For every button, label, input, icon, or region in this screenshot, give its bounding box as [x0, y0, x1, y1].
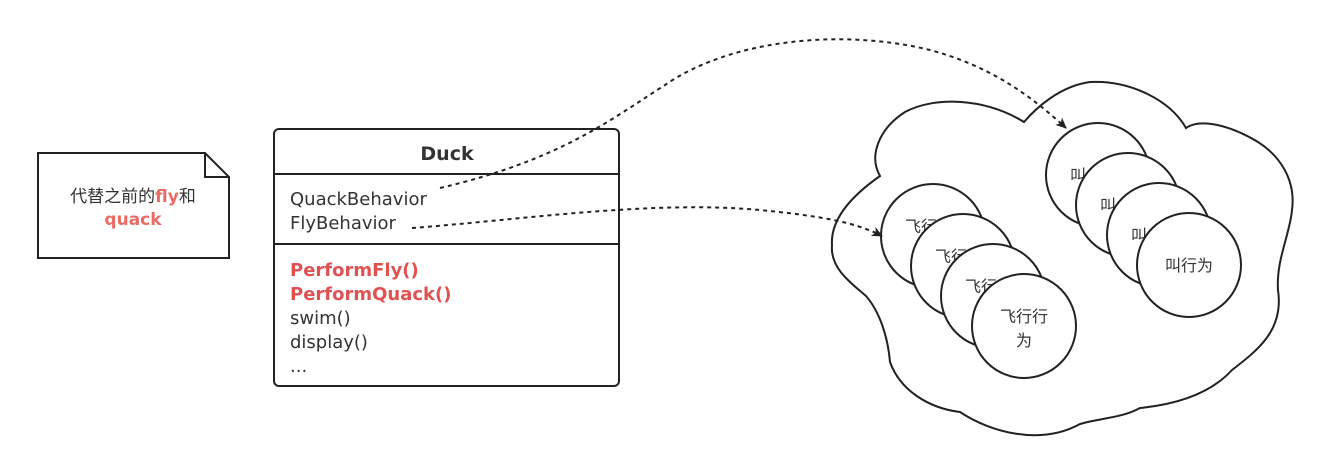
note-text-after: 和 — [179, 187, 196, 207]
fly-behavior-group: 飞行 飞行 飞行 飞行行 为 — [880, 183, 1077, 379]
fly-front-label-line1: 飞行行 — [1000, 307, 1048, 326]
quack-circle-front[interactable]: 叫行为 — [1136, 212, 1242, 318]
note-fly-highlight: fly — [155, 187, 179, 207]
method-display: display() — [290, 332, 368, 353]
method-perform-quack: PerformQuack() — [290, 284, 451, 305]
quack-front-label: 叫行为 — [1165, 256, 1213, 275]
note-quack-highlight: quack — [104, 210, 162, 230]
note-text-before: 代替之前的 — [70, 187, 155, 207]
duck-class-box[interactable]: Duck QuackBehavior FlyBehavior PerformFl… — [273, 128, 620, 387]
attribute-quack-behavior: QuackBehavior — [290, 189, 427, 210]
quack-behavior-group: 叫 叫 叫 叫行为 — [1045, 122, 1242, 318]
fly-behavior-connector[interactable] — [411, 206, 883, 237]
cloud-shape[interactable] — [830, 80, 1294, 437]
fly-circle-front[interactable]: 飞行行 为 — [971, 273, 1077, 379]
attribute-fly-behavior: FlyBehavior — [290, 213, 397, 234]
method-ellipsis: ... — [290, 356, 307, 377]
method-swim: swim() — [290, 308, 351, 329]
method-perform-fly: PerformFly() — [290, 260, 419, 281]
quack-circle-label: 叫 — [1100, 196, 1116, 215]
note-shape[interactable]: 代替之前的fly和 quack — [37, 152, 230, 259]
svg-text:代替之前的fly和: 代替之前的fly和 — [70, 187, 196, 207]
class-name: Duck — [420, 143, 474, 165]
fly-front-label-line2: 为 — [1016, 331, 1032, 350]
quack-behavior-connector[interactable] — [439, 38, 1067, 189]
